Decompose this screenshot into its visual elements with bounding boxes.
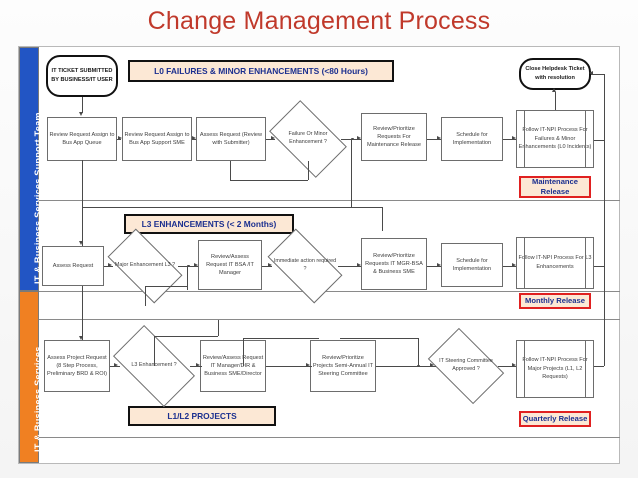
conn-dec-loop-left [230,180,308,181]
process-it-npi-l3[interactable]: Follow IT-NPI Process For L3 Enhancement… [516,237,594,289]
conn-l3-dec-join [145,286,187,287]
conn-l1l2-s3-dec2 [376,366,436,367]
box-schedule-implementation-l0[interactable]: Schedule for Implementation [441,117,503,161]
swimlane-support-team [19,47,39,291]
swimlane-business-services [19,291,39,463]
conn-l3-dec2-s3 [338,266,361,267]
box-assess-request-l0[interactable]: Assess Request (Review with Submitter) [196,117,266,161]
conn-start-to-step1 [82,97,83,113]
decision-l3-enhancement[interactable]: L3 Enhancement ? [112,324,196,408]
conn-dec-loop-down [308,161,309,180]
end-close-helpdesk-ticket[interactable]: Close Helpdesk Ticket with resolution [519,58,591,90]
conn-l3-s2-dec2 [262,266,272,267]
rail-right-bottom [604,266,605,366]
conn-l1l2-branch-rail [340,338,418,339]
arrow-right-13 [114,363,118,368]
arrow-right-16 [430,363,434,368]
arrow-left-1 [589,71,593,76]
conn-s3-dec [266,139,275,140]
conn-l1l2-s2-s3 [266,366,312,367]
arrow-right-9 [268,263,272,268]
box-review-prioritize-maintenance[interactable]: Review/Prioritize Requests For Maintenan… [361,113,427,161]
arrow-right-15 [306,363,310,368]
arrow-right-7 [108,263,112,268]
arrow-right-3 [271,136,275,141]
box-review-prioritize-projects[interactable]: Review/Prioritize Projects Semi-Annual I… [310,340,376,392]
arrow-right-2 [192,136,196,141]
page-title: Change Management Process [147,7,491,35]
conn-l3-to-l1l2-vert [82,286,83,340]
quarterly-release-badge: Quarterly Release [519,411,591,427]
lane-divider-4 [39,437,620,438]
conn-l1l2-dec-rail [154,336,218,337]
arrow-right-5 [437,136,441,141]
conn-l1l2-dec-up [154,336,155,366]
decision-failure-or-minor[interactable]: Failure Or Minor Enhancement ? [269,100,347,178]
box-review-assess-bsa[interactable]: Review/Assess Request IT BSA /IT Manager [198,240,262,290]
arrow-right-11 [437,263,441,268]
lane-divider-2 [39,291,620,292]
conn-s4-s5 [427,139,441,140]
decision-immediate-action[interactable]: Immediate action required ? [267,228,343,304]
process-it-npi-l1l2[interactable]: Follow IT-NPI Process For Major Projects… [516,340,594,398]
conn-l3-up-to-l0 [351,139,352,207]
conn-l1l2-top-rail [243,338,319,339]
conn-l3-s4-proc [503,266,516,267]
rail-right-from-proc-l3 [594,266,604,267]
box-review-request-queue[interactable]: Review Request Assign to Bus App Queue [47,117,117,161]
arrow-right-4 [357,136,361,141]
conn-proc-to-end [555,92,556,110]
box-review-request-sme[interactable]: Review Request Assign to Bus App Support… [122,117,192,161]
decision-major-enhancement[interactable]: Major Enhancement L3 ? [107,228,183,304]
lane-divider-1 [39,200,620,201]
monthly-release-badge: Monthly Release [519,293,591,309]
rail-right-to-end [591,74,604,75]
junction-dot-2 [187,264,190,268]
arrow-down-2 [79,241,84,245]
conn-l1l2-branch-vert [418,338,419,366]
arrow-right-10 [357,263,361,268]
conn-l1l2-s2-vert [243,338,244,366]
box-assess-request-l3[interactable]: Assess Request [42,246,104,286]
box-review-assess-manager-dir[interactable]: Review/Assess Request IT Manager/DIR & B… [200,340,266,392]
rail-right-top [604,74,605,140]
arrow-right-1 [118,136,122,141]
rail-right-from-proc [594,140,604,141]
conn-l0-to-l3-vert [82,160,83,246]
banner-l3: L3 ENHANCEMENTS (< 2 Months) [124,214,294,234]
decision-steering-approved[interactable]: IT Steering Committee Approved ? [427,327,505,405]
arrow-down-3 [79,336,84,340]
start-it-ticket[interactable]: IT TICKET SUBMITTED BY BUSINESS/IT USER [46,55,118,97]
arrow-right-8 [194,263,198,268]
box-assess-project-request[interactable]: Assess Project Request (8 Step Process, … [44,340,110,392]
rail-right-mid [604,140,605,266]
lane-divider-3 [39,319,620,320]
conn-l3-s3-s4 [427,266,441,267]
conn-l3-dec-down [145,286,146,306]
conn-s5-proc [503,139,516,140]
banner-l0: L0 FAILURES & MINOR ENHANCEMENTS (<80 Ho… [128,60,394,82]
rail-l0-l3 [82,207,382,208]
arrow-right-14 [196,363,200,368]
box-schedule-implementation-l3[interactable]: Schedule for Implementation [441,243,503,287]
conn-l1l2-up-to-l3 [218,320,219,336]
conn-imm-action-up [382,207,383,231]
banner-l1l2: L1/L2 PROJECTS [128,406,276,426]
arrow-right-12 [512,263,516,268]
arrow-right-6 [512,136,516,141]
maintenance-release-badge: Maintenance Release [519,176,591,198]
box-review-prioritize-l3[interactable]: Review/Prioritize Requests IT MGR-BSA & … [361,238,427,290]
arrow-up-1 [552,88,557,92]
conn-l3-branch-down [187,266,188,290]
junction-dot-1 [351,137,354,141]
conn-dec-loop-up [230,161,231,180]
rail-right-from-proc-l1l2 [594,366,604,367]
arrow-down-1 [79,112,84,116]
arrow-right-17 [512,363,516,368]
process-it-npi-l0[interactable]: Follow IT-NPI Process For Failures & Min… [516,110,594,168]
conn-l1l2-dec2-proc [498,366,516,367]
